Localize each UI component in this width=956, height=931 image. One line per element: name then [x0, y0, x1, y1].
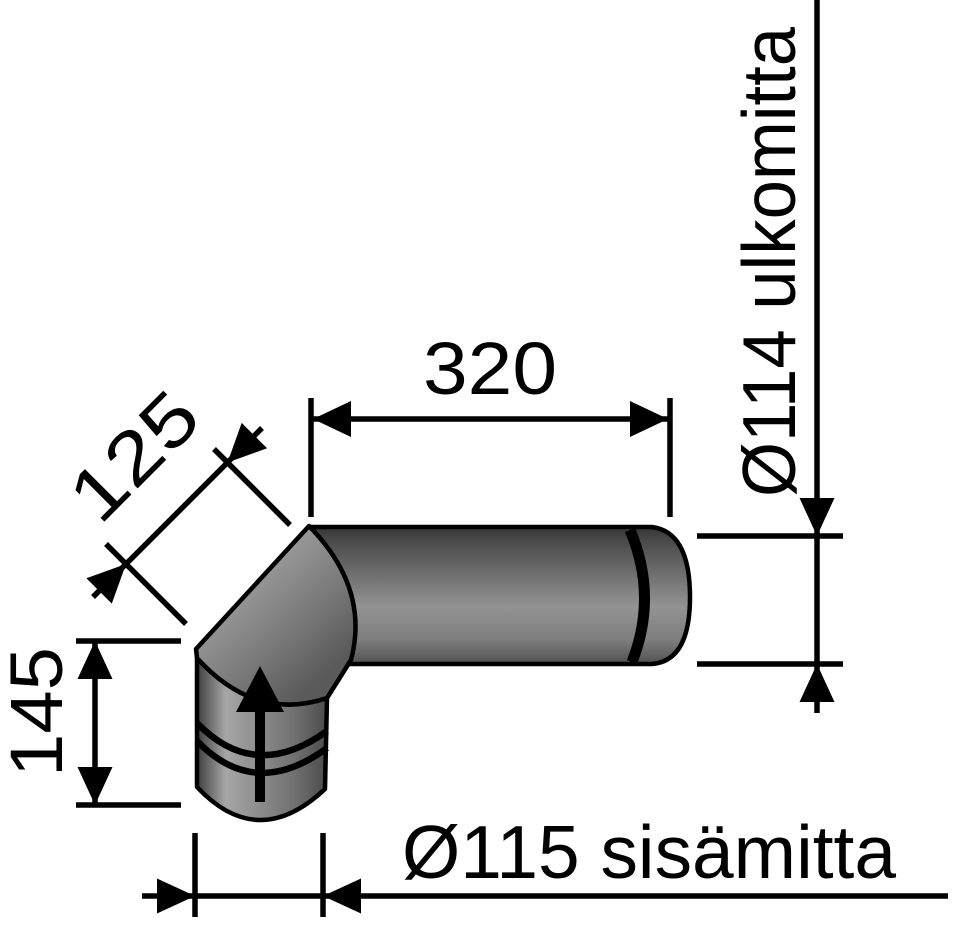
arrow-up-icon — [77, 641, 113, 679]
arrow-lower-icon — [86, 564, 126, 604]
extension-line — [104, 542, 188, 626]
dim-outer-diameter-label: Ø114 ulkomitta — [727, 27, 811, 497]
dim-elbow-length-label: 125 — [52, 374, 215, 537]
dimension-top-length: 320 — [308, 327, 673, 517]
dimension-outer-diameter: Ø114 ulkomitta — [697, 0, 843, 713]
dimension-inner-diameter: Ø115 sisämitta — [142, 810, 948, 917]
arrow-down-icon — [77, 767, 113, 805]
arrow-down-icon — [799, 498, 835, 536]
dim-top-length-label: 320 — [423, 327, 557, 410]
flow-direction-arrow — [236, 666, 284, 802]
arrow-right-icon — [630, 401, 668, 437]
arrow-upper-icon — [227, 422, 268, 463]
horizontal-pipe-seam-band — [624, 527, 650, 665]
arrow-left-icon — [323, 878, 361, 914]
arrow-right-icon — [157, 878, 195, 914]
elbow-angled-section — [193, 523, 358, 707]
dim-left-height-label: 145 — [0, 647, 78, 777]
dim-inner-diameter-label: Ø115 sisämitta — [402, 810, 896, 894]
arrow-up-icon — [799, 664, 835, 702]
horizontal-pipe-section — [307, 524, 693, 667]
pipe-elbow-illustration — [193, 523, 693, 823]
dimension-left-height: 145 — [0, 638, 181, 808]
arrow-left-icon — [313, 401, 351, 437]
extension-line — [212, 447, 292, 527]
